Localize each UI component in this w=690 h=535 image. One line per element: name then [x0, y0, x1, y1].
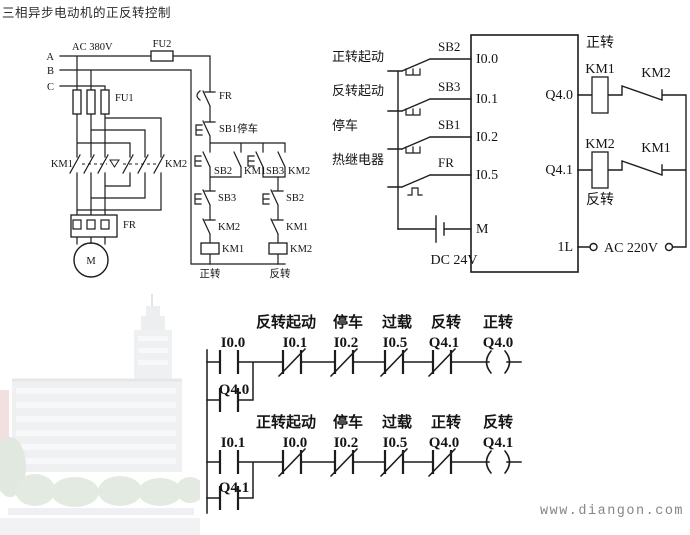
rev-hold-label: KM2: [288, 166, 310, 177]
r2-nc4-desc: 正转: [431, 413, 461, 431]
fwd-start-label: SB2: [214, 166, 232, 177]
phase-b-label: B: [47, 66, 54, 77]
r2-coil-addr: Q4.1: [483, 435, 513, 451]
r1-coil-desc: 正转: [483, 313, 513, 331]
ladder-rung-1: [206, 348, 522, 514]
terminal-i02: I0.2: [476, 130, 498, 145]
plc-output-wires: [577, 76, 687, 252]
ladder-diagram: 反转起动 停车 过载 反转 正转 I0.0 I0.1 I0.2 I0.5 Q4.…: [205, 305, 535, 527]
input-device-sb3: SB3: [438, 79, 460, 94]
plc-input-labels: 正转起动 反转起动 停车 热继电器 SB2 SB3 SB1 FR I0.0 I0…: [332, 39, 498, 268]
dc-supply-label: DC 24V: [430, 253, 477, 268]
plc-wiring-diagram: 正转起动 反转起动 停车 热继电器 SB2 SB3 SB1 FR I0.0 I0…: [330, 28, 690, 290]
r1-nc1-desc: 反转起动: [256, 313, 316, 331]
r1-nc3-desc: 过载: [382, 313, 412, 331]
fwd-hold-label: KM1: [244, 166, 266, 177]
output-fwd-coil: KM1: [585, 62, 615, 77]
terminal-i00: I0.0: [476, 52, 498, 67]
rev-start-label: SB3: [266, 166, 284, 177]
fwd-nc-btn-label: SB3: [218, 193, 236, 204]
terminal-i01: I0.1: [476, 92, 498, 107]
fwd-interlock-label: KM2: [218, 222, 240, 233]
fwd-direction-label: 正转: [200, 267, 221, 280]
input-device-fr: FR: [438, 155, 454, 170]
control-circuit-wires: [194, 90, 288, 265]
r1-main-addr: I0.0: [221, 335, 246, 351]
r2-coil-desc: 反转: [483, 413, 513, 431]
ladder-labels-rung-1: 反转起动 停车 过载 反转 正转 I0.0 I0.1 I0.2 I0.5 Q4.…: [219, 313, 513, 398]
output-fwd-direction: 正转: [586, 35, 614, 51]
control-circuit-labels: FR SB1停车 SB2 KM1 SB3 KM2 SB3 KM2 KM1 正转 …: [200, 91, 313, 280]
motor-label: M: [86, 256, 96, 267]
r1-coil-addr: Q4.0: [483, 335, 513, 351]
fuse-fu2-label: FU2: [153, 39, 172, 50]
rev-direction-label: 反转: [270, 267, 291, 280]
r2-nc2-addr: I0.2: [334, 435, 359, 451]
r2-nc1-addr: I0.0: [283, 435, 308, 451]
terminal-q41: Q4.1: [545, 163, 573, 178]
input-desc-rev-start: 反转起动: [332, 83, 384, 98]
terminal-1l: 1L: [557, 240, 573, 255]
output-fwd-interlock: KM2: [641, 66, 671, 81]
page-title: 三相异步电动机的正反转控制: [2, 6, 172, 20]
terminal-i05: I0.5: [476, 168, 498, 183]
contactor-km2-label: KM2: [165, 159, 187, 170]
thermal-relay-label: FR: [123, 220, 136, 231]
phase-c-label: C: [47, 82, 54, 93]
plc-box: [470, 34, 579, 273]
r2-nc4-addr: Q4.0: [429, 435, 459, 451]
input-desc-fwd-start: 正转起动: [332, 49, 384, 64]
rev-nc-btn-label: SB2: [286, 193, 304, 204]
r2-nc1-desc: 正转起动: [256, 413, 316, 431]
ladder-rung-2: [206, 448, 522, 510]
plc-input-wires: [387, 58, 472, 243]
r1-nc2-desc: 停车: [333, 313, 363, 331]
r1-nc4-addr: Q4.1: [429, 335, 459, 351]
input-desc-stop: 停车: [332, 118, 358, 133]
r2-main-addr: I0.1: [221, 435, 246, 451]
rev-coil-label: KM2: [290, 244, 312, 255]
building-art: [0, 294, 200, 535]
output-rev-direction: 反转: [586, 192, 614, 208]
site-watermark: www.diangon.com: [540, 504, 685, 519]
supply-voltage-label: AC 380V: [72, 42, 113, 53]
plc-output-labels: Q4.0 Q4.1 1L 正转 KM1 KM2 KM2 KM1 反转 AC 22…: [545, 35, 670, 256]
output-rev-coil: KM2: [585, 137, 615, 152]
contactor-km1-label: KM1: [51, 159, 73, 170]
faded-building-photo: [0, 292, 200, 535]
r2-nc3-addr: I0.5: [383, 435, 408, 451]
input-device-sb2: SB2: [438, 39, 460, 54]
fuse-fu1-label: FU1: [115, 93, 134, 104]
terminal-m: M: [476, 222, 489, 237]
relay-circuit-diagram: A B C AC 380V FU2 FU1 KM1 KM2 FR M FR SB…: [28, 33, 330, 285]
ac-supply-label: AC 220V: [604, 241, 658, 256]
input-desc-thermal: 热继电器: [332, 152, 384, 167]
stop-button-label: SB1停车: [219, 122, 258, 135]
control-fr-label: FR: [219, 91, 232, 102]
r1-hold-addr: Q4.0: [219, 382, 249, 398]
output-rev-interlock: KM1: [641, 141, 671, 156]
terminal-q40: Q4.0: [545, 88, 573, 103]
power-circuit-labels: A B C AC 380V FU2 FU1 KM1 KM2 FR M: [46, 39, 187, 267]
phase-a-label: A: [46, 52, 54, 63]
r1-nc2-addr: I0.2: [334, 335, 359, 351]
r1-nc4-desc: 反转: [431, 313, 461, 331]
r1-nc3-addr: I0.5: [383, 335, 408, 351]
r2-nc2-desc: 停车: [333, 413, 363, 431]
ladder-labels-rung-2: 正转起动 停车 过载 正转 反转 I0.1 I0.0 I0.2 I0.5 Q4.…: [219, 413, 513, 496]
power-circuit-wires: [59, 50, 286, 278]
r1-nc1-addr: I0.1: [283, 335, 308, 351]
input-device-sb1: SB1: [438, 117, 460, 132]
rev-interlock-label: KM1: [286, 222, 308, 233]
fwd-coil-label: KM1: [222, 244, 244, 255]
r2-nc3-desc: 过载: [382, 413, 412, 431]
r2-hold-addr: Q4.1: [219, 480, 249, 496]
